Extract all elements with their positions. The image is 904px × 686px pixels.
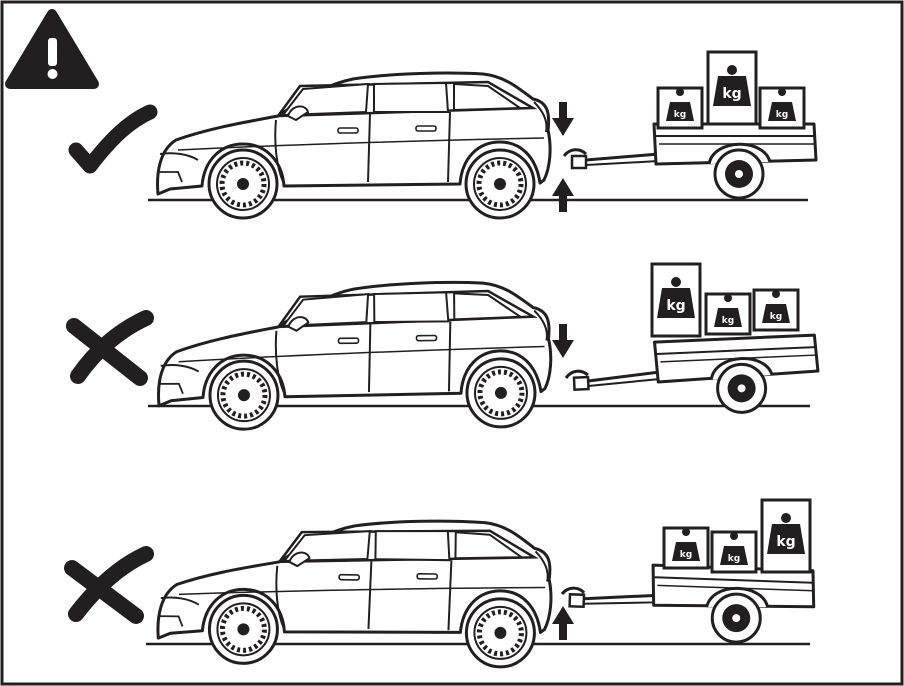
weight-block-large [762, 500, 810, 572]
weight-block [712, 532, 756, 572]
arrow-up-icon [552, 606, 574, 640]
trailer [561, 562, 815, 645]
weight-block [706, 294, 750, 334]
arrow-down-icon [552, 102, 574, 136]
weight-block-large [652, 264, 700, 336]
arrow-up-icon [552, 178, 574, 212]
trailer [564, 124, 816, 198]
car [158, 73, 551, 218]
scene-front-heavy [74, 264, 820, 430]
cross-mark-icon [74, 318, 146, 378]
weight-block [658, 88, 702, 128]
check-mark-icon [76, 112, 150, 166]
weight-block [760, 88, 804, 128]
cross-mark-icon [72, 554, 146, 616]
car [158, 282, 552, 430]
weight-block-large [708, 52, 756, 124]
scene-rear-heavy [72, 500, 815, 668]
weight-block [664, 528, 708, 568]
arrow-down-icon [552, 324, 574, 358]
scene-balanced [76, 52, 816, 218]
warning-triangle-icon [10, 14, 94, 84]
weight-block [754, 290, 798, 330]
